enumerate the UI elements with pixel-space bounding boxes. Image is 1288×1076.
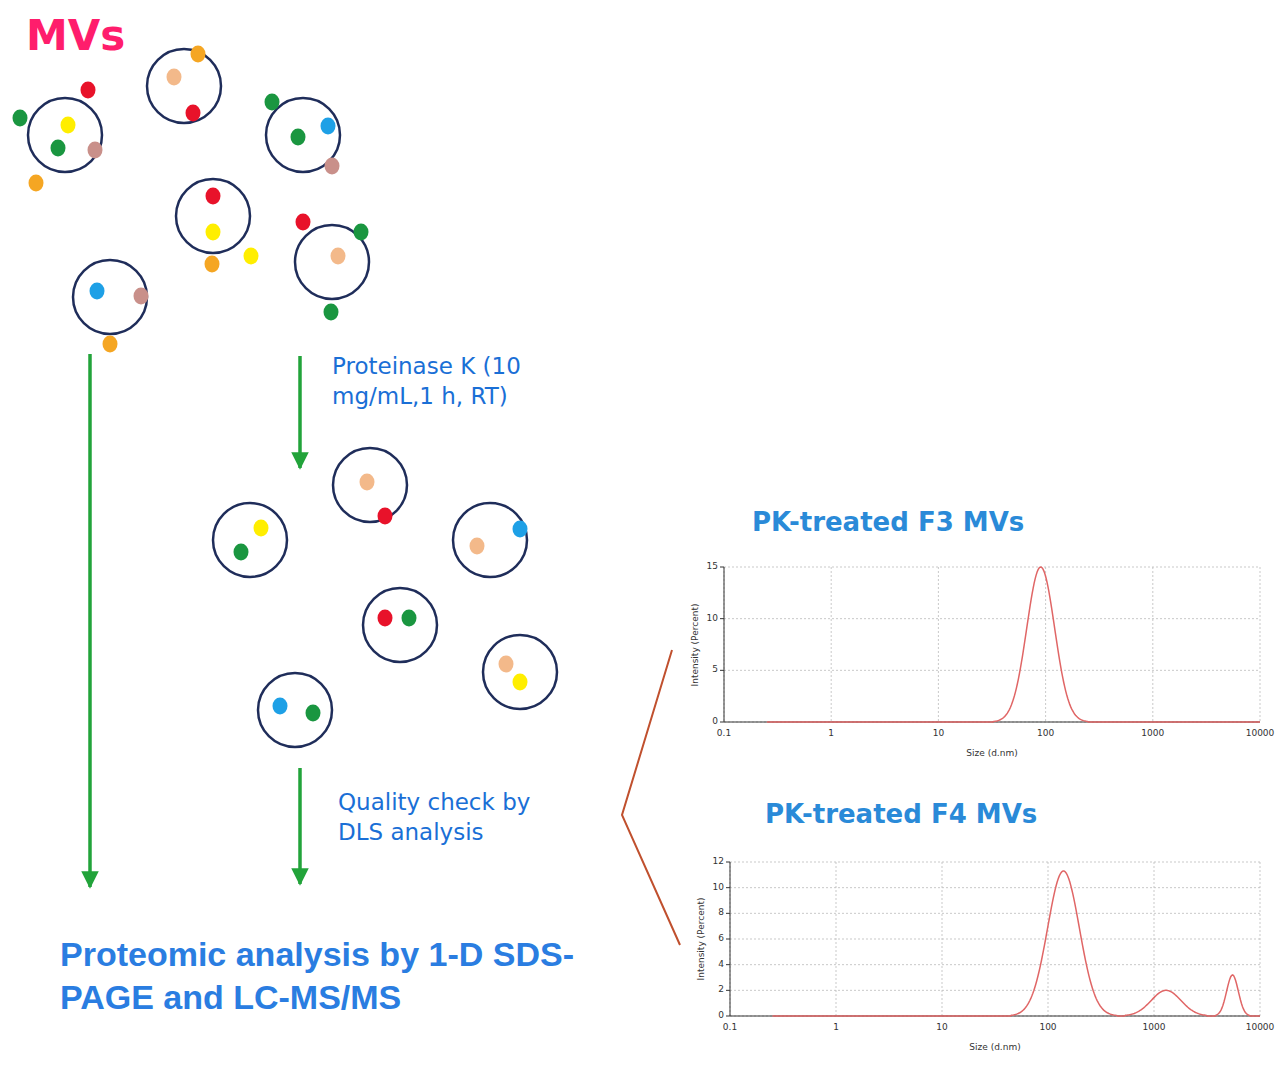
vesicle xyxy=(258,673,332,747)
axis-label: 6 xyxy=(718,933,724,945)
vesicle xyxy=(483,635,557,709)
bracket-line xyxy=(622,650,680,945)
vesicle xyxy=(73,260,149,353)
output-box: Proteomic analysis by 1-D SDS-PAGE and L… xyxy=(40,925,600,1045)
vesicle xyxy=(453,503,528,577)
axis-label: 10 xyxy=(713,882,724,894)
axis-label: 1000 xyxy=(1141,728,1164,740)
axis-label: 10000 xyxy=(1246,728,1275,740)
axis-label: 10 xyxy=(936,1022,947,1034)
vesicle xyxy=(13,82,103,192)
axis-label: 5 xyxy=(712,664,718,676)
axis-label: 0.1 xyxy=(723,1022,737,1034)
node-text: PK-treated F3 MVs xyxy=(752,506,1280,539)
axis-label: 10 xyxy=(707,613,718,625)
axis-label: 4 xyxy=(718,959,724,971)
axis-label: 1 xyxy=(828,728,834,740)
dls-chart xyxy=(726,862,1260,1016)
flow-arrow xyxy=(88,354,92,887)
vesicle xyxy=(265,94,341,175)
axis-label: Intensity (Percent) xyxy=(690,603,702,686)
vesicle xyxy=(176,179,259,273)
chart-panel: PK-treated F3 MVs xyxy=(670,500,1280,780)
chart-panel: PK-treated F4 MVs xyxy=(670,792,1280,1072)
axis-label: 100 xyxy=(1037,728,1054,740)
process-arrow xyxy=(298,356,302,468)
step-label: Quality check by DLS analysis xyxy=(338,788,568,848)
node-text: Proteomic analysis by 1-D SDS-PAGE and L… xyxy=(60,933,590,1018)
vesicle xyxy=(295,214,369,321)
node-text: MVs xyxy=(26,10,600,63)
axis-label: 0 xyxy=(712,716,718,728)
axis-label: Size (d.nm) xyxy=(969,1042,1020,1054)
group-heading: MVs xyxy=(14,4,600,350)
axis-label: 15 xyxy=(707,561,718,573)
axis-label: Intensity (Percent) xyxy=(696,898,708,981)
step-label: Proteinase K (10 mg/mL,1 h, RT) xyxy=(332,352,602,412)
vesicle xyxy=(333,448,407,525)
axis-label: 12 xyxy=(713,856,724,868)
axis-label: 1000 xyxy=(1143,1022,1166,1034)
axis-label: 0 xyxy=(718,1010,724,1022)
axis-label: 10 xyxy=(933,728,944,740)
vesicle xyxy=(147,46,221,124)
vesicle xyxy=(213,503,287,577)
node-text: PK-treated F4 MVs xyxy=(765,798,1280,831)
axis-label: Size (d.nm) xyxy=(966,748,1017,760)
axis-label: 0.1 xyxy=(717,728,731,740)
vesicle xyxy=(363,588,437,662)
axis-label: 100 xyxy=(1039,1022,1056,1034)
axis-label: 10000 xyxy=(1246,1022,1275,1034)
axis-label: 2 xyxy=(718,984,724,996)
axis-label: 8 xyxy=(718,907,724,919)
dls-chart xyxy=(720,567,1260,722)
process-arrow xyxy=(298,768,302,884)
axis-label: 1 xyxy=(833,1022,839,1034)
